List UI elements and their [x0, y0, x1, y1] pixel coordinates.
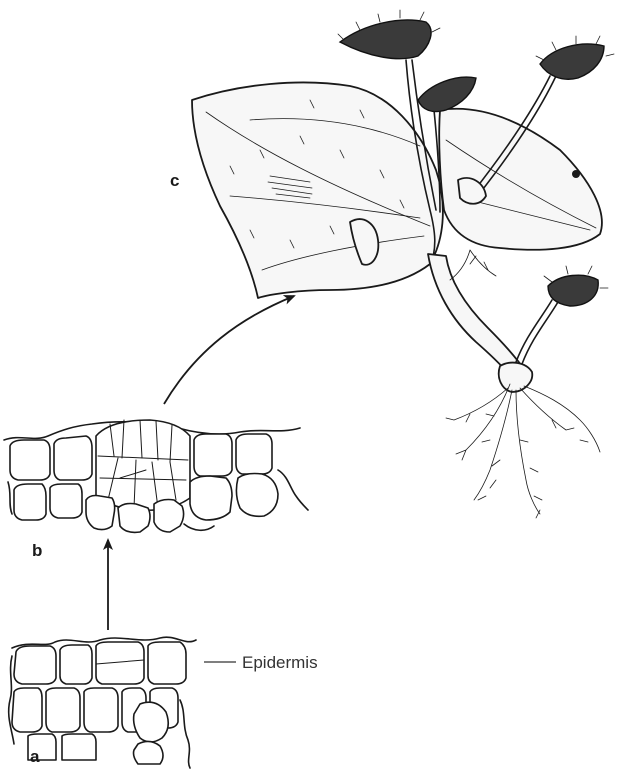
lower-small-leaf — [548, 275, 598, 306]
top-small-leaf — [340, 20, 431, 59]
panel-label-b: b — [32, 541, 42, 560]
mid-small-leaf — [418, 77, 476, 111]
right-small-leaf — [540, 44, 604, 79]
epidermis-callout: Epidermis — [242, 653, 318, 672]
large-leaf — [192, 82, 443, 298]
root-system — [446, 384, 600, 518]
arrow-b-to-c — [164, 296, 294, 404]
stage-b-tissue-section — [4, 420, 308, 532]
main-stem — [428, 254, 526, 380]
panel-label-a: a — [30, 747, 40, 766]
panel-label-c: c — [170, 171, 179, 190]
